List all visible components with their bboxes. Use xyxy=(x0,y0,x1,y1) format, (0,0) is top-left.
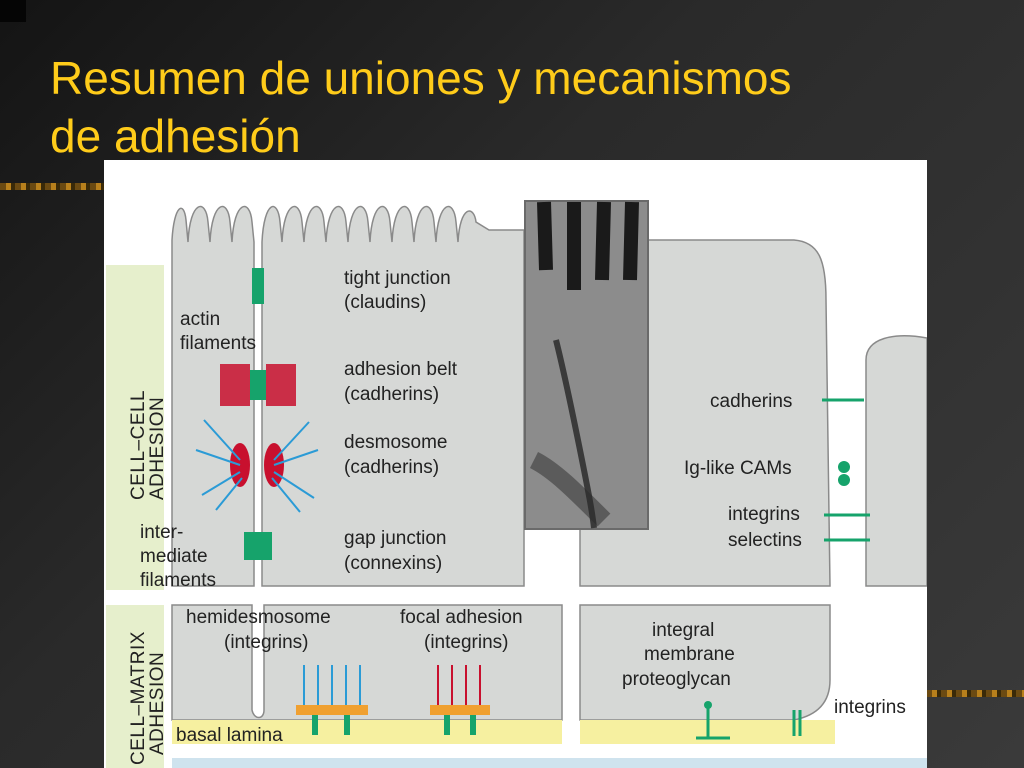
intermediate-label-2: mediate xyxy=(140,546,208,567)
cell-gap xyxy=(164,590,927,603)
basal-lamina-label: basal lamina xyxy=(176,725,283,746)
tight-junction-protein: (claudins) xyxy=(344,292,426,313)
right-cell-upper xyxy=(261,205,525,587)
cell-matrix-label-2: ADHESION xyxy=(147,652,168,755)
integrins-label: integrins xyxy=(728,504,800,525)
lower-cells-left xyxy=(171,604,563,721)
hemidesmosome-label: hemidesmosome xyxy=(186,607,331,628)
title-line-2: de adhesión xyxy=(50,109,301,162)
diagram-svg: CELL–CELL ADHESION CELL–MATRIX ADHESION … xyxy=(106,200,927,768)
gap-junction-label: gap junction xyxy=(344,528,446,549)
focal-adhesion-marks xyxy=(430,665,490,735)
hemidesmosome-marks xyxy=(296,665,368,735)
cadherins-label: cadherins xyxy=(710,391,792,412)
matrix-integrins-label: integrins xyxy=(834,697,906,718)
cell-matrix-panel xyxy=(106,605,164,768)
proteoglycan-label-2: membrane xyxy=(644,644,735,665)
cell-cell-label-1: CELL–CELL xyxy=(128,390,149,500)
adhesion-belt-marks xyxy=(220,364,296,406)
adhesion-belt-protein: (cadherins) xyxy=(344,384,439,405)
decorative-bar-left xyxy=(0,183,104,190)
proteoglycan-label-3: proteoglycan xyxy=(622,669,731,690)
adhesion-diagram: CELL–CELL ADHESION CELL–MATRIX ADHESION … xyxy=(104,160,927,768)
far-right-cell xyxy=(865,335,927,587)
desmosome-protein: (cadherins) xyxy=(344,457,439,478)
cell-matrix-label-1: CELL–MATRIX xyxy=(128,631,149,765)
actin-label-2: filaments xyxy=(180,333,256,354)
gap-junction-marks xyxy=(244,532,272,560)
gap-junction-protein: (connexins) xyxy=(344,553,442,574)
bottom-strip xyxy=(172,758,927,768)
tight-junction-marks xyxy=(252,268,264,304)
focal-adhesion-label: focal adhesion xyxy=(400,607,523,628)
lower-cell-right xyxy=(579,604,831,721)
actin-label-1: actin xyxy=(180,309,220,330)
hemidesmosome-protein: (integrins) xyxy=(224,632,308,653)
slide-title: Resumen de uniones y mecanismos de adhes… xyxy=(50,49,990,165)
right-adhesion-marks xyxy=(822,398,870,542)
corner-mark xyxy=(0,0,26,22)
intermediate-label-1: inter- xyxy=(140,522,183,543)
proteoglycan-marks xyxy=(696,701,802,740)
adhesion-belt-label: adhesion belt xyxy=(344,359,458,380)
desmosome-label: desmosome xyxy=(344,432,448,453)
proteoglycan-label-1: integral xyxy=(652,620,714,641)
title-line-1: Resumen de uniones y mecanismos xyxy=(50,51,792,104)
tight-junction-label: tight junction xyxy=(344,268,451,289)
decorative-bar-right xyxy=(926,690,1024,697)
cell-cell-panel xyxy=(106,265,164,590)
basal-lamina-left xyxy=(172,720,562,744)
ig-cams-label: Ig-like CAMs xyxy=(684,458,792,479)
intermediate-label-3: filaments xyxy=(140,570,216,591)
selectins-label: selectins xyxy=(728,530,802,551)
left-cell-upper xyxy=(171,205,255,587)
focal-adhesion-protein: (integrins) xyxy=(424,632,508,653)
cell-cell-label-2: ADHESION xyxy=(147,397,168,500)
desmosome-marks xyxy=(195,419,319,513)
